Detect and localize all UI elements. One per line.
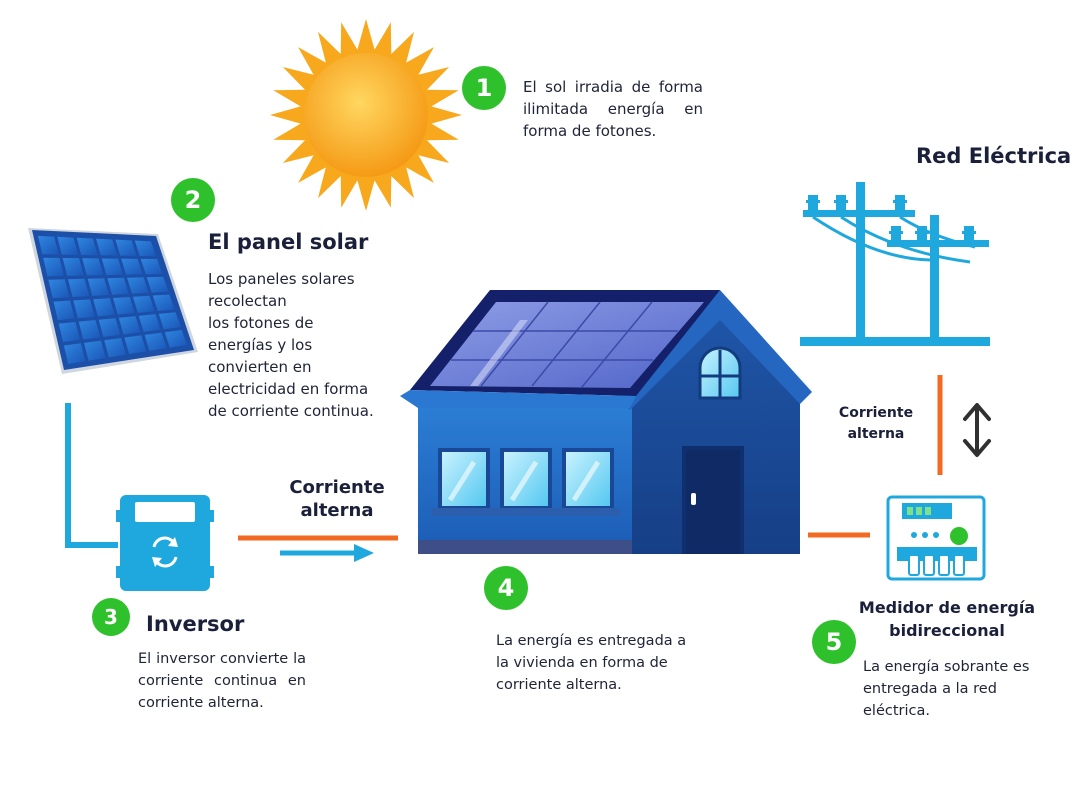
meter-description: La energía sobrante es entregada a la re…	[863, 659, 1030, 719]
panel-description-line: energías y los	[208, 336, 313, 354]
solar-cell	[104, 337, 126, 358]
step-1-description: El sol irradia de forma ilimitada energí…	[523, 78, 703, 140]
solar-cell	[62, 257, 84, 276]
flow-label-line: Corriente	[838, 405, 914, 421]
energy-meter-icon	[886, 495, 986, 581]
solar-cell	[101, 258, 123, 276]
solar-cell	[140, 258, 163, 275]
solar-cell	[37, 235, 59, 255]
solar-cell	[53, 300, 75, 321]
solar-cell	[96, 238, 118, 256]
power-pole-icon	[800, 182, 990, 346]
solar-cell	[82, 258, 104, 276]
solar-cell	[73, 299, 95, 319]
flow-arrow-icon	[280, 544, 374, 562]
step-badge-5: 5	[812, 620, 856, 664]
panel-description-line: los fotones de	[208, 314, 314, 332]
bidirectional-arrow-icon	[963, 403, 991, 457]
panel-description-line: convierten en	[208, 358, 312, 376]
inverter-title: Inversor	[146, 612, 245, 636]
inverter-description: El inversor convierte la corriente conti…	[138, 651, 306, 711]
solar-cell	[124, 335, 147, 355]
solar-cell	[113, 296, 135, 315]
house-icon	[400, 290, 812, 554]
meter-title-line: bidireccional	[889, 621, 1005, 640]
solar-cell	[93, 298, 115, 317]
solar-cell	[84, 340, 106, 361]
dc-wire	[65, 403, 118, 548]
flow-label-grid-meter: Corriente alterna	[832, 403, 920, 445]
solar-cell	[78, 320, 101, 340]
solar-cell	[144, 332, 167, 351]
solar-cell	[48, 279, 70, 299]
solar-cell	[127, 277, 149, 294]
house-description: La energía es entregada a la vivienda en…	[496, 633, 687, 693]
solar-cell	[152, 294, 175, 311]
solar-cell	[146, 276, 169, 293]
inverter-icon	[116, 495, 214, 591]
flow-label-line: alterna	[300, 500, 374, 521]
solar-cell	[164, 329, 187, 348]
solar-cell	[98, 318, 121, 337]
meter-title-line: Medidor de energía	[858, 598, 1036, 617]
solar-cell	[132, 295, 155, 313]
panel-description-line: de corriente continua.	[208, 402, 374, 420]
meter-title: Medidor de energía bidireccional	[856, 596, 1038, 642]
panel-description: Los paneles solares recolectan los foton…	[208, 268, 418, 422]
solar-panel-icon	[28, 228, 198, 374]
solar-cell	[68, 278, 90, 298]
solar-cell	[118, 316, 141, 335]
panel-description-line: electricidad en forma	[208, 380, 369, 398]
solar-cell	[58, 321, 80, 343]
solar-cell	[43, 257, 65, 277]
solar-cell	[121, 258, 143, 275]
sun-icon	[270, 19, 462, 211]
flow-label-line: Corriente	[289, 477, 385, 498]
grid-title: Red Eléctrica	[916, 144, 1072, 168]
solar-cell	[63, 343, 86, 364]
step-badge-1: 1	[462, 66, 506, 110]
solar-cell	[138, 314, 161, 332]
step-badge-4: 4	[484, 566, 528, 610]
solar-cell	[158, 312, 181, 330]
solar-cell	[87, 278, 109, 296]
panel-description-line: Los paneles solares	[208, 270, 355, 288]
flow-label-inverter-house: Corriente alterna	[282, 476, 392, 522]
solar-cell	[57, 236, 79, 255]
step-badge-3: 3	[92, 598, 130, 636]
flow-label-line: alterna	[847, 426, 905, 442]
solar-cell	[115, 239, 137, 256]
panel-description-line: recolectan	[208, 292, 287, 310]
solar-cell	[76, 237, 98, 256]
solar-cell	[134, 240, 157, 257]
step-badge-2: 2	[171, 178, 215, 222]
panel-title: El panel solar	[208, 230, 369, 254]
solar-cell	[107, 277, 129, 295]
